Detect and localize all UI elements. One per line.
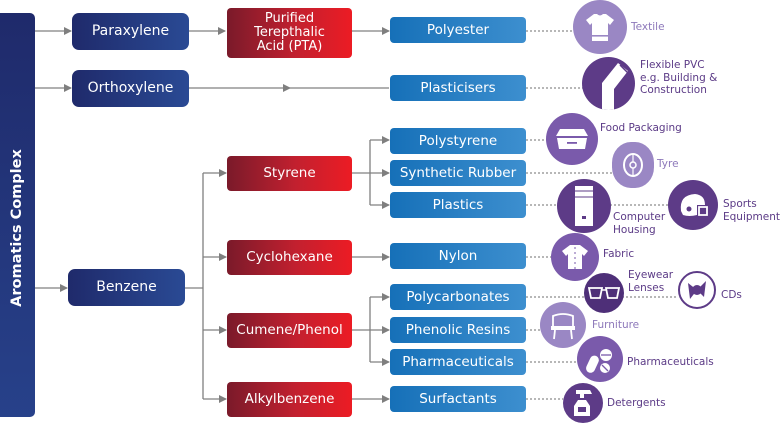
node-benzene[interactable]: Benzene	[68, 269, 185, 306]
node-surfactants[interactable]: Surfactants	[390, 386, 526, 412]
label-line: Flexible PVC	[640, 59, 705, 71]
node-alkylbenzene[interactable]: Alkylbenzene	[227, 382, 352, 417]
food-container-icon	[546, 113, 598, 165]
node-label: Plastics	[432, 196, 484, 213]
node-phenolic-resins[interactable]: Phenolic Resins	[390, 317, 526, 343]
end-use-sports-equipment: Sports Equipment	[723, 198, 780, 223]
node-styrene[interactable]: Styrene	[227, 156, 352, 191]
chair-icon	[540, 302, 586, 348]
aromatics-complex-bar: Aromatics Complex	[0, 13, 35, 417]
computer-tower-icon	[557, 179, 611, 233]
pipe-icon	[582, 57, 635, 110]
node-orthoxylene[interactable]: Orthoxylene	[72, 70, 189, 107]
node-label: Alkylbenzene	[244, 391, 335, 408]
node-label: Styrene	[263, 165, 316, 182]
node-pta[interactable]: Purified Terepthalic Acid (PTA)	[227, 8, 352, 58]
end-use-fabric: Fabric	[603, 248, 635, 260]
shirt-icon	[551, 233, 599, 281]
end-use-cds: CDs	[721, 289, 742, 301]
label-line: e.g. Building &	[640, 71, 718, 84]
node-label: Purified Terepthalic Acid (PTA)	[254, 10, 325, 55]
spray-bottle-icon	[563, 383, 603, 423]
node-label: Cumene/Phenol	[236, 322, 343, 339]
label-line: Lenses	[628, 281, 665, 294]
node-cyclohexane[interactable]: Cyclohexane	[227, 240, 352, 275]
t-shirt-icon	[573, 0, 627, 54]
end-use-eyewear-lenses: Eyewear Lenses	[628, 269, 673, 294]
node-paraxylene[interactable]: Paraxylene	[72, 13, 189, 50]
end-use-furniture: Furniture	[592, 319, 640, 331]
node-polycarbonates[interactable]: Polycarbonates	[390, 284, 526, 310]
node-label: Phenolic Resins	[405, 321, 511, 338]
end-use-tyre: Tyre	[657, 158, 679, 170]
sunglasses-icon	[584, 273, 624, 313]
node-label: Nylon	[438, 247, 478, 264]
pills-icon	[577, 336, 623, 382]
label-line: Computer	[613, 211, 666, 223]
node-plastics[interactable]: Plastics	[390, 192, 526, 218]
label-line: Eyewear	[628, 269, 674, 281]
helmet-icon	[668, 180, 718, 230]
node-label: Polycarbonates	[406, 288, 510, 305]
node-polyester[interactable]: Polyester	[390, 17, 526, 43]
end-use-computer-housing: Computer Housing	[613, 211, 665, 236]
node-cumene-phenol[interactable]: Cumene/Phenol	[227, 313, 352, 348]
label-line: Equipment	[723, 210, 780, 223]
end-use-pharmaceuticals: Pharmaceuticals	[627, 356, 714, 368]
node-label: Surfactants	[419, 390, 497, 407]
end-use-food-packaging: Food Packaging	[600, 122, 682, 134]
node-label: Orthoxylene	[87, 79, 174, 96]
end-use-textile: Textile	[631, 21, 665, 33]
tyre-icon	[612, 142, 654, 188]
node-polystyrene[interactable]: Polystyrene	[390, 128, 526, 154]
node-pharmaceuticals[interactable]: Pharmaceuticals	[390, 349, 526, 375]
end-use-flexible-pvc: Flexible PVC e.g. Building & Constructio…	[640, 59, 717, 97]
label-line: Sports	[723, 198, 757, 210]
node-label: Synthetic Rubber	[399, 164, 517, 181]
label-line: Housing	[613, 223, 656, 236]
node-label: Paraxylene	[91, 22, 170, 39]
node-label: Pharmaceuticals	[402, 353, 514, 370]
node-label: Polyester	[426, 21, 490, 38]
node-label: Benzene	[96, 278, 157, 295]
node-label: Plasticisers	[420, 79, 496, 96]
node-label: Cyclohexane	[246, 249, 333, 266]
node-synthetic-rubber[interactable]: Synthetic Rubber	[390, 160, 526, 186]
end-use-detergents: Detergents	[607, 397, 666, 409]
node-plasticisers[interactable]: Plasticisers	[390, 75, 526, 101]
cd-icon	[678, 271, 716, 309]
node-nylon[interactable]: Nylon	[390, 243, 526, 269]
label-line: Construction	[640, 84, 707, 97]
aromatics-complex-title: Aromatics Complex	[9, 149, 25, 307]
node-label: Polystyrene	[418, 132, 498, 149]
